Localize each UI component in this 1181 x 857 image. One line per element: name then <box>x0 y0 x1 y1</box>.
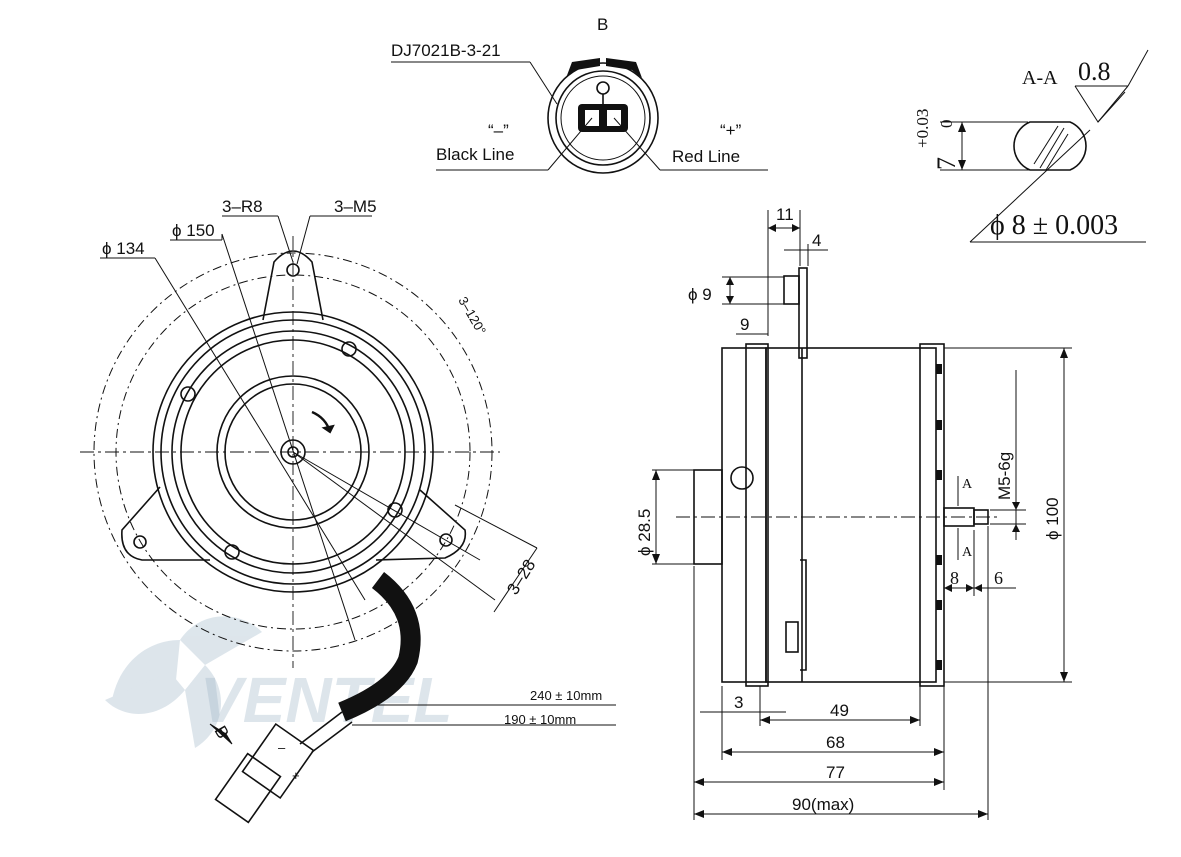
rear-clips <box>936 364 942 670</box>
cable-exit <box>785 621 799 653</box>
connector-latch <box>566 58 642 78</box>
dim-m5-6g: M5-6g <box>995 452 1014 500</box>
side-view: 11 4 ϕ 9 9 ϕ 28.5 ϕ 100 M5-6g A A 8 6 <box>635 205 1072 820</box>
motor-body <box>765 347 937 683</box>
lead-240-label: 240 ± 10mm <box>530 688 602 703</box>
flatness-value: 0.8 <box>1078 57 1111 86</box>
section-mark-bottom: A <box>962 545 973 560</box>
shaft-diameter: ϕ 8 ± 0.003 <box>990 210 1118 241</box>
plug-plus-label: + <box>292 768 300 783</box>
phi134-label: ϕ 134 <box>102 239 145 258</box>
connector-plug: – + <box>214 722 315 824</box>
dim-9: 9 <box>740 315 749 334</box>
dim-77: 77 <box>826 763 845 782</box>
connector-key-hole <box>596 81 610 95</box>
tolerance-upper: +0.03 <box>913 109 932 148</box>
housing-bolt-2 <box>180 386 196 402</box>
shaft-section-circle <box>1013 121 1087 171</box>
plug-minus-label: – <box>278 740 286 755</box>
dim-90-max: 90(max) <box>792 795 854 814</box>
mount-hole-right <box>439 533 453 547</box>
fan-logo-icon <box>105 616 262 748</box>
dimension-arrowheads <box>652 224 1068 818</box>
front-flange <box>721 347 767 683</box>
section-label: A-A <box>1022 67 1058 89</box>
r8-label: 3–R8 <box>222 197 263 216</box>
section-a-a-shaft: A-A 0.8 7 +0.03 0 ϕ 8 ± 0.003 <box>913 49 1149 243</box>
mounting-flange <box>121 250 467 561</box>
lead-wire-a <box>299 711 343 745</box>
tolerance-lower: 0 <box>937 120 956 129</box>
bracket-tab <box>798 267 808 359</box>
dim-4: 4 <box>812 231 821 250</box>
angle-label: 3–120° <box>455 294 489 337</box>
minus-sign-label: “–” <box>488 121 509 140</box>
dim-phi28-5: ϕ 28.5 <box>635 509 654 556</box>
dim-49: 49 <box>830 701 849 720</box>
connector-inner-ring <box>555 70 651 166</box>
dim-68: 68 <box>826 733 845 752</box>
section-mark-top: A <box>962 477 973 492</box>
connector-body <box>560 75 646 161</box>
view-b-arrow-icon <box>209 723 233 745</box>
rear-cap <box>919 343 945 687</box>
section-hatch <box>1033 125 1069 171</box>
plus-sign-label: “+” <box>720 121 742 140</box>
dim-3: 3 <box>734 693 743 712</box>
bracket-boss <box>783 275 800 305</box>
part-number-label: DJ7021B-3-21 <box>391 41 501 60</box>
lead-wire-b <box>311 721 353 753</box>
dim-11: 11 <box>776 205 794 224</box>
housing-bolt-1 <box>341 341 357 357</box>
dim-6: 6 <box>994 568 1003 588</box>
lead-190-label: 190 ± 10mm <box>504 712 576 727</box>
connector-outer-ring <box>547 62 659 174</box>
lead-cable <box>338 572 421 722</box>
mount-hole-left <box>133 535 147 549</box>
phi150-label: ϕ 150 <box>172 221 215 240</box>
flat-dimension: 7 <box>932 157 961 170</box>
boss-screw <box>730 466 754 490</box>
m5-label: 3–M5 <box>334 197 377 216</box>
ventel-watermark: VENTEL <box>105 616 452 748</box>
dim-8: 8 <box>950 568 959 588</box>
r28-label: 3–28 <box>503 556 539 598</box>
housing-bolt-4 <box>387 502 403 518</box>
housing-bolt-3 <box>224 544 240 560</box>
dim-phi100: ϕ 100 <box>1043 497 1062 540</box>
view-b-connector-detail: B DJ7021B-3-21 “–” Black Line “+” Red Li… <box>391 15 768 174</box>
dim-phi9: ϕ 9 <box>688 285 712 304</box>
red-line-label: Red Line <box>672 147 740 166</box>
view-b-title: B <box>597 15 608 34</box>
black-line-label: Black Line <box>436 145 514 164</box>
front-flange-lip <box>745 343 769 687</box>
